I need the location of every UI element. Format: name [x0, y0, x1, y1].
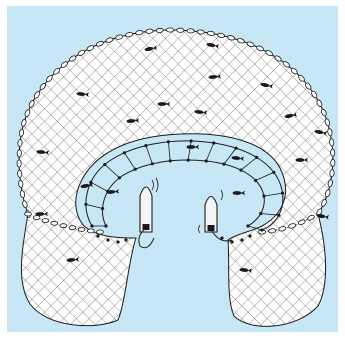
cork-float: [87, 229, 94, 233]
purse-ring: [277, 214, 280, 217]
purse-ring: [260, 228, 263, 231]
cork-float: [60, 224, 67, 228]
purse-ring: [96, 234, 99, 237]
cork-float: [156, 28, 163, 33]
purse-ring: [124, 238, 127, 241]
cork-float: [78, 227, 85, 231]
cork-float: [25, 212, 32, 216]
cork-float: [329, 169, 334, 177]
cork-float: [17, 160, 21, 167]
cork-float: [97, 230, 104, 234]
purse-ring: [118, 176, 121, 179]
boat-stern: [143, 224, 150, 230]
cork-float: [330, 149, 335, 156]
purse-ring: [272, 171, 275, 174]
purse-ring: [151, 162, 154, 165]
cork-float: [17, 170, 22, 178]
purse-ring: [123, 151, 126, 154]
cork-float: [18, 139, 23, 147]
cork-float: [166, 28, 173, 32]
purse-ring: [212, 141, 215, 144]
purse-ring: [169, 159, 172, 162]
purse-ring: [101, 207, 104, 210]
cork-float: [177, 28, 184, 33]
purse-ring: [205, 159, 208, 162]
cork-float: [69, 226, 76, 230]
purse-ring: [262, 195, 265, 198]
cork-float: [17, 150, 22, 157]
boat-stern: [208, 225, 215, 231]
purse-ring: [106, 238, 109, 241]
cork-float: [329, 139, 334, 147]
purse-ring: [246, 224, 249, 227]
purse-ring: [234, 147, 237, 150]
purse-ring: [104, 224, 107, 227]
purse-ring: [84, 203, 87, 206]
cork-float: [51, 221, 58, 225]
purse-ring: [281, 192, 284, 195]
purse-ring: [134, 168, 137, 171]
purse-ring: [239, 169, 242, 172]
purse-ring: [248, 234, 251, 237]
purse-ring: [255, 156, 258, 159]
purse-ring: [220, 236, 223, 239]
cork-float: [18, 180, 23, 188]
purse-ring: [144, 144, 147, 147]
cork-float: [42, 219, 49, 223]
purse-ring: [230, 240, 233, 243]
purse-ring: [240, 238, 243, 241]
cork-float: [331, 159, 335, 166]
purse-ring: [190, 139, 193, 142]
purse-ring: [222, 163, 225, 166]
purse-ring: [103, 163, 106, 166]
purse-ring: [254, 179, 257, 182]
purse-ring: [259, 212, 262, 215]
cork-float: [146, 29, 154, 34]
cork-float: [197, 29, 205, 34]
purse-ring: [187, 159, 190, 162]
purse-ring: [90, 224, 93, 227]
purse-ring: [167, 140, 170, 143]
cork-float: [33, 216, 40, 220]
purse-ring: [116, 240, 119, 243]
cork-float: [187, 29, 195, 34]
